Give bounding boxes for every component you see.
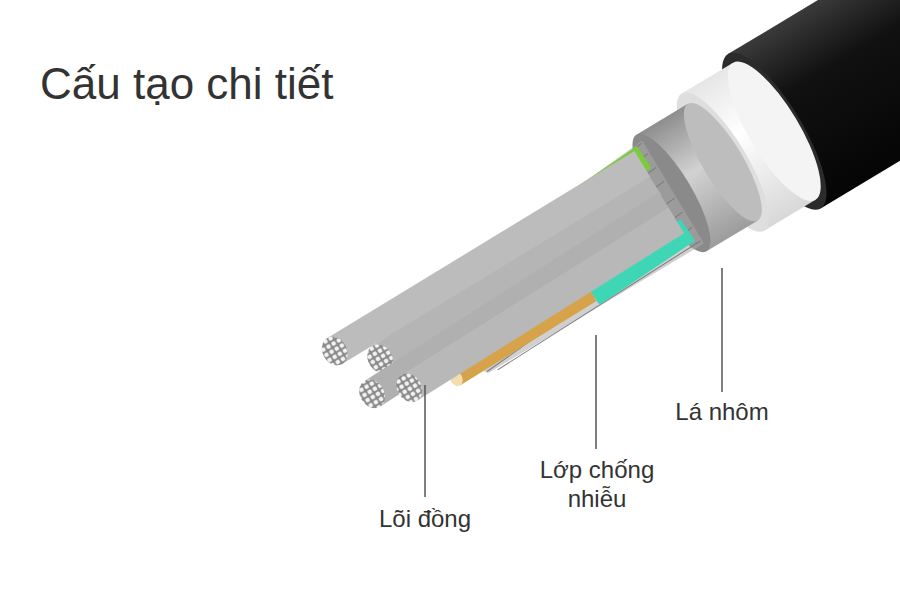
strand-end (354, 375, 390, 413)
strand-end (391, 369, 427, 407)
leader-line (595, 335, 597, 449)
diagram-title: Cấu tạo chi tiết (40, 58, 334, 111)
leader-line (424, 385, 426, 497)
part-label: Lớp chống nhiễu (517, 456, 677, 514)
strand-end (317, 332, 353, 370)
leader-line (721, 268, 723, 392)
strand-wire (406, 220, 679, 387)
cable (298, 0, 900, 467)
strand-wire (334, 164, 644, 351)
part-label: Lá nhôm (675, 398, 768, 427)
part-label: Lõi đồng (379, 505, 471, 534)
